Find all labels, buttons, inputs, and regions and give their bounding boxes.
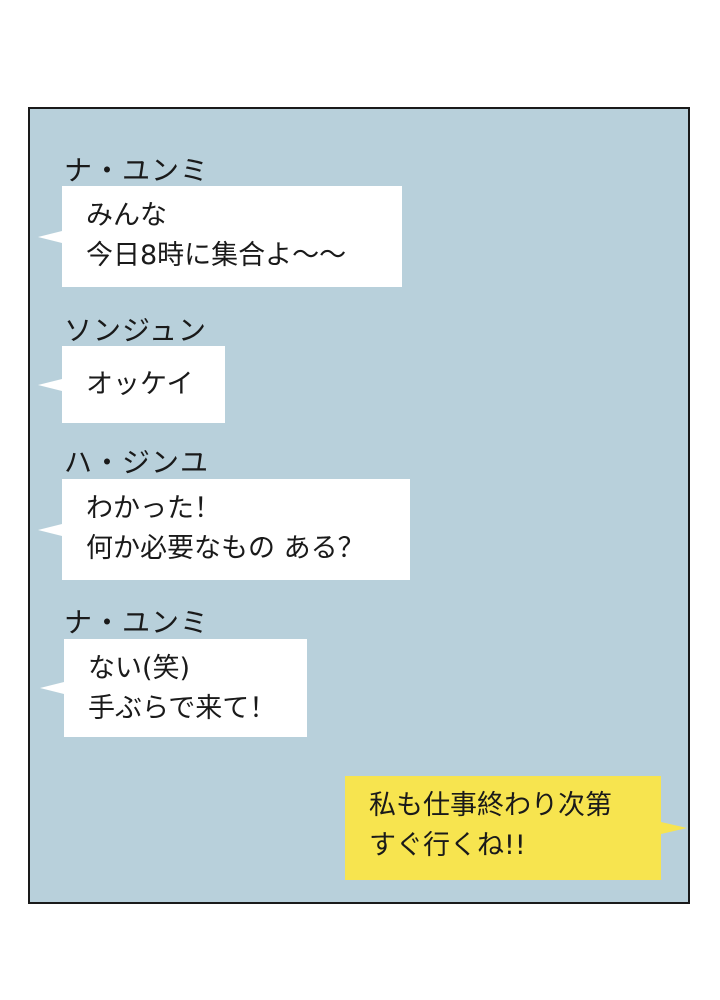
chat-panel: ナ・ユンミ みんな 今日8時に集合よ〜〜 ソンジュン オッケイ ハ・ジンユ わか… — [28, 107, 690, 904]
sender-name: ナ・ユンミ — [64, 154, 210, 187]
message-bubble-incoming[interactable]: わかった！ 何か必要なもの ある？ — [38, 479, 410, 580]
message-bubble-incoming[interactable]: ない(笑) 手ぶらで来て！ — [40, 639, 307, 737]
message-bubble-outgoing[interactable]: 私も仕事終わり次第 すぐ行くね!! — [345, 776, 687, 880]
sender-name: ナ・ユンミ — [64, 606, 210, 639]
sender-name: ソンジュン — [64, 314, 208, 347]
sender-name: ハ・ジンユ — [64, 446, 210, 479]
message-bubble-incoming[interactable]: オッケイ — [38, 346, 225, 423]
message-bubble-incoming[interactable]: みんな 今日8時に集合よ〜〜 — [38, 186, 402, 287]
